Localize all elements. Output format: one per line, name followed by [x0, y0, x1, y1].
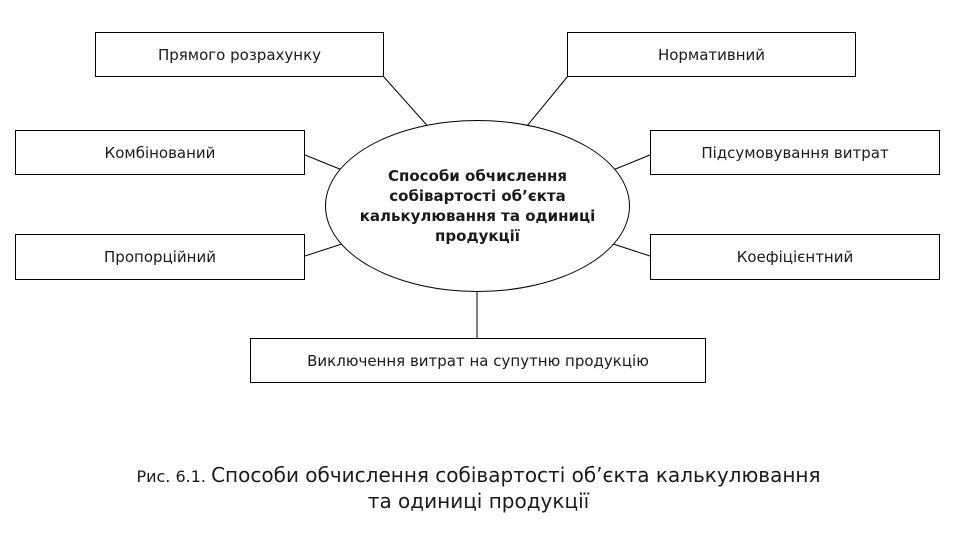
node-label: Нормативний [657, 45, 766, 64]
center-ellipse-node: Способи обчислення собівартості об’єкта … [325, 120, 630, 292]
figure-caption-title: Способи обчислення собівартості об’єкта … [211, 463, 821, 487]
node-coefficient: Коефіцієнтний [650, 234, 940, 280]
figure-caption-number: Рис. 6.1. [136, 467, 206, 486]
center-ellipse-label: Способи обчислення собівартості об’єкта … [359, 166, 596, 246]
node-label: Пропорційний [104, 248, 216, 266]
node-cost-summation: Підсумовування витрат [650, 130, 940, 175]
connector-top-right [521, 75, 569, 133]
figure-caption-line2: та одиниці продукції [367, 489, 590, 513]
node-normative: Нормативний [567, 32, 856, 77]
node-direct-calculation: Прямого розрахунку [95, 32, 384, 77]
connector-top-left [382, 75, 434, 133]
node-proportional: Пропорційний [15, 234, 305, 280]
node-byproduct-exclusion: Виключення витрат на супутню продукцію [250, 338, 706, 383]
node-label: Підсумовування витрат [701, 143, 889, 162]
figure-caption: Рис. 6.1. Способи обчислення собівартост… [0, 462, 957, 514]
figure-caption-line1: Рис. 6.1. Способи обчислення собівартост… [0, 462, 957, 488]
node-combined: Комбінований [15, 130, 305, 175]
node-label: Комбінований [104, 143, 216, 162]
node-label: Коефіцієнтний [736, 248, 854, 266]
node-label: Виключення витрат на супутню продукцію [307, 351, 649, 370]
node-label: Прямого розрахунку [157, 45, 322, 64]
